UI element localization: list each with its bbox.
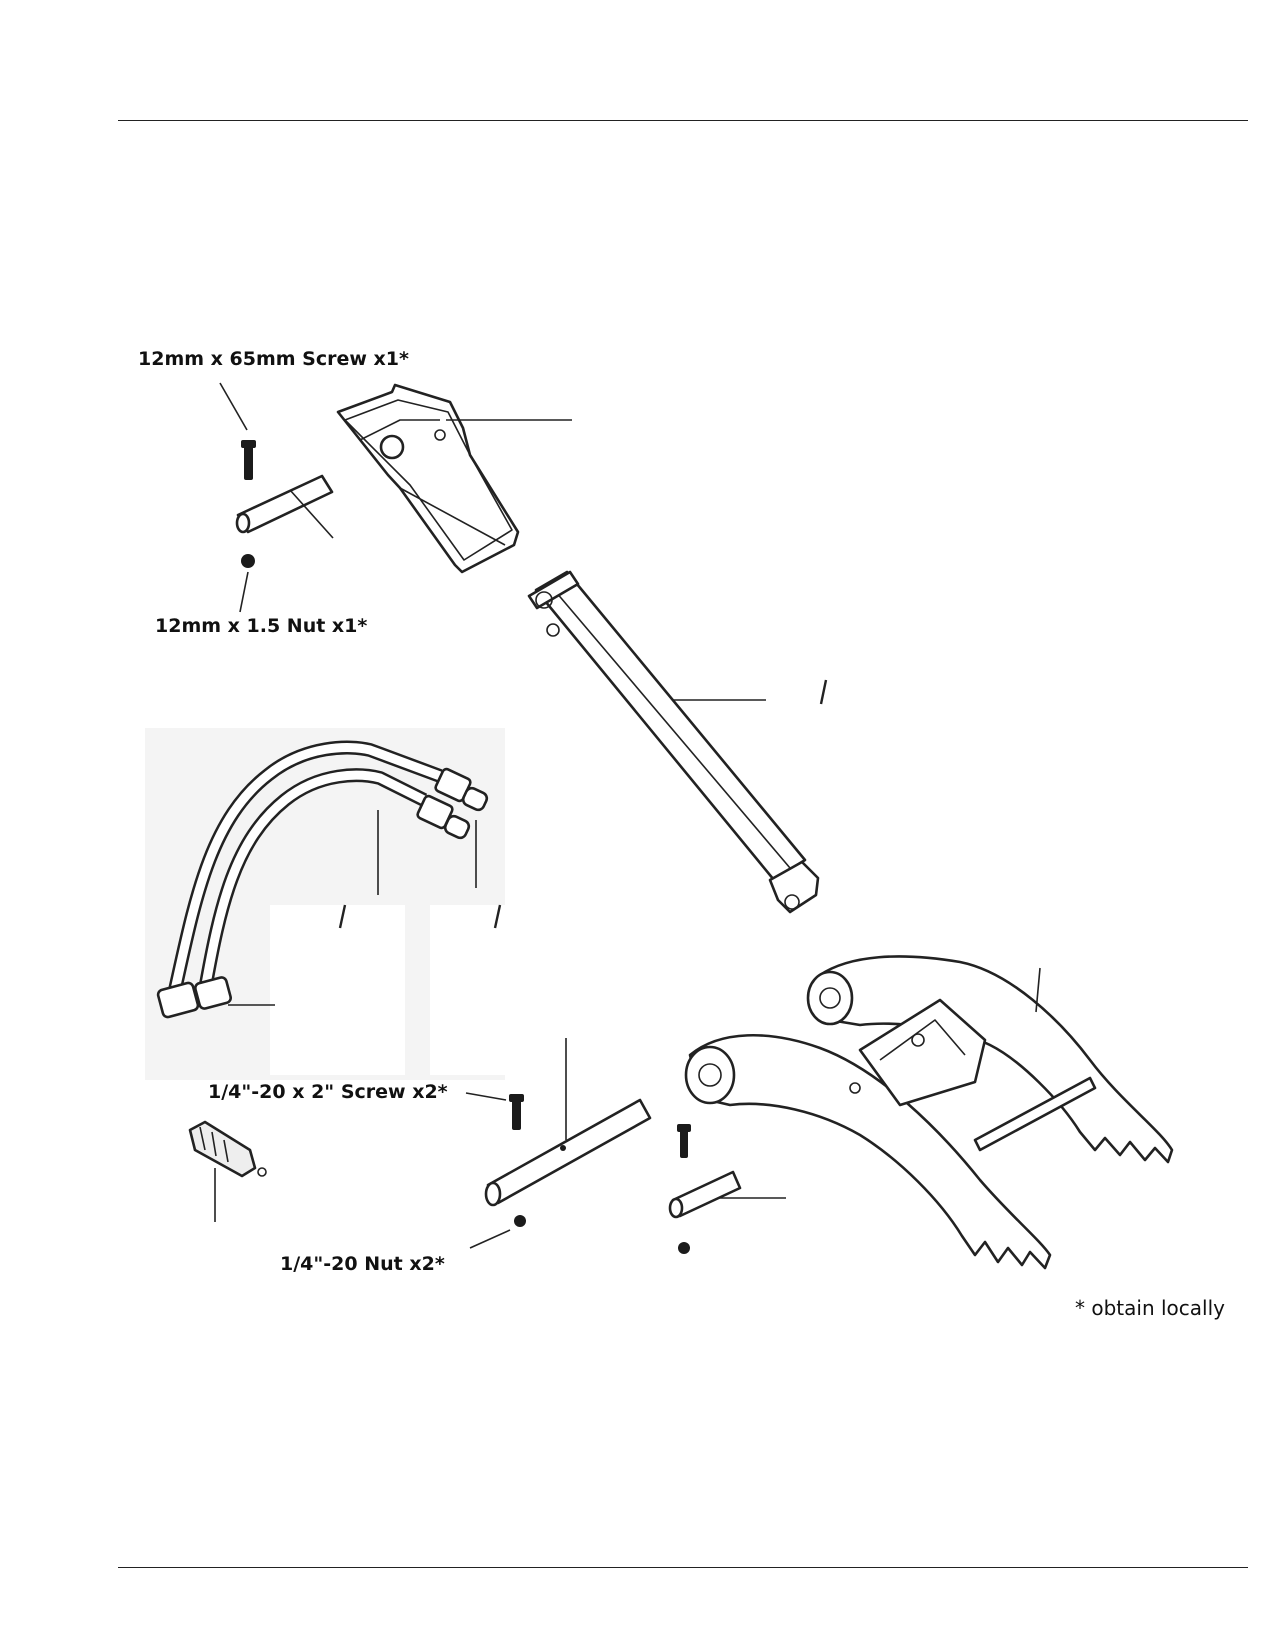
screw-12mm-icon xyxy=(241,440,256,480)
hose-panel-cutout-2 xyxy=(430,905,505,1075)
screw-quarter-icon xyxy=(509,1094,524,1130)
label-nut-quarter: 1/4"-20 Nut x2* xyxy=(280,1253,445,1275)
hose-panel-cutout xyxy=(270,905,405,1075)
label-screw-quarter: 1/4"-20 x 2" Screw x2* xyxy=(208,1081,448,1103)
long-pin-icon xyxy=(484,1098,652,1207)
note-obtain-locally: * obtain locally xyxy=(1075,1296,1225,1320)
label-screw-12mm: 12mm x 65mm Screw x1* xyxy=(138,348,409,370)
nut-12mm-icon xyxy=(241,554,255,568)
top-rule xyxy=(118,120,1248,121)
grease-fitting-icon xyxy=(188,1120,267,1178)
grapple-thumb xyxy=(684,955,1174,1270)
hydraulic-hoses xyxy=(156,740,489,1019)
nut-quarter-icon xyxy=(514,1215,526,1227)
sleeve-pin-icon xyxy=(235,474,334,534)
hydraulic-cylinder xyxy=(527,570,820,914)
short-pin-icon xyxy=(668,1170,742,1219)
bottom-rule xyxy=(118,1567,1248,1568)
label-nut-12mm: 12mm x 1.5 Nut x1* xyxy=(155,615,367,637)
nut-small-icon xyxy=(678,1242,690,1254)
short-screw-icon xyxy=(677,1124,691,1158)
mounting-bracket xyxy=(336,383,520,574)
